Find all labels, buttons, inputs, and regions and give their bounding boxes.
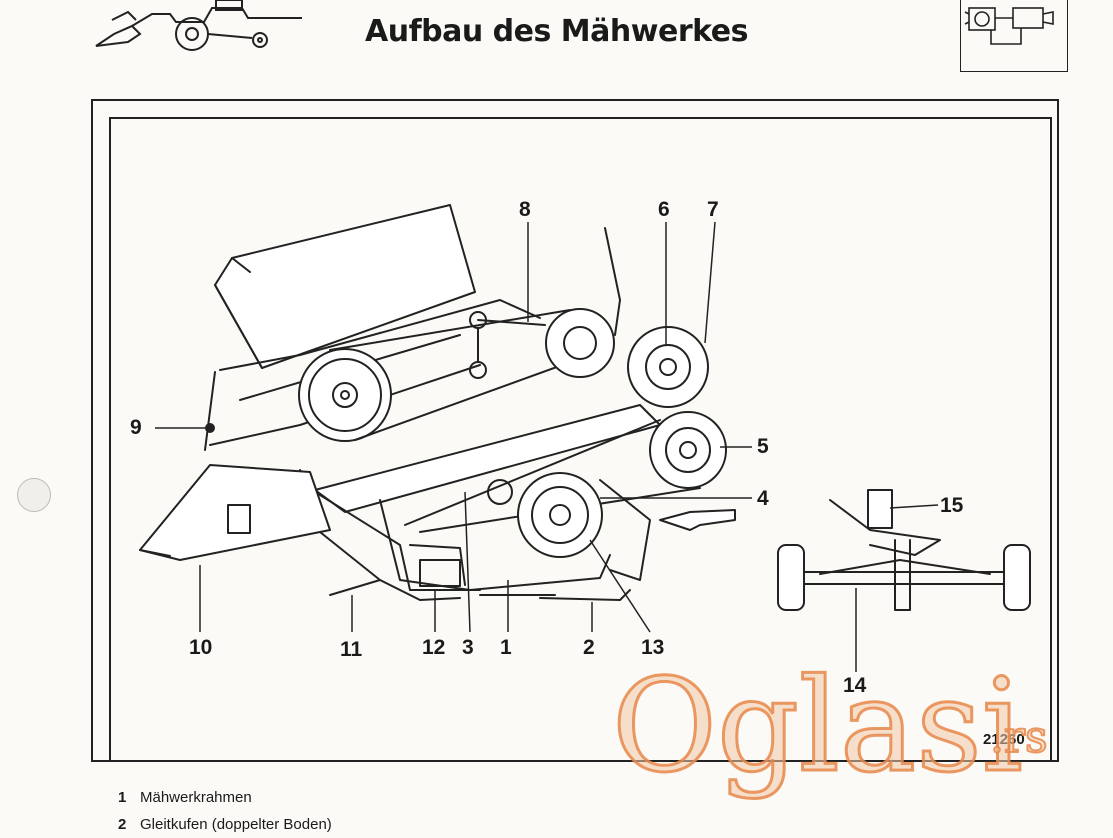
legend-number: 1: [118, 789, 127, 806]
callout-15: 15: [940, 494, 964, 517]
figure-outer-frame: [91, 99, 1059, 762]
watermark-brand: Oglasi: [612, 652, 1023, 801]
callout-2: 2: [583, 636, 595, 659]
callout-11: 11: [340, 638, 363, 661]
legend-item: 1 Mähwerkrahmen: [118, 784, 332, 811]
callout-7: 7: [707, 198, 719, 221]
callout-6: 6: [658, 198, 670, 221]
watermark-suffix: .rs: [990, 712, 1048, 763]
engine-component-icon: [960, 0, 1068, 72]
legend-text: Mähwerkrahmen: [140, 789, 252, 806]
combine-harvester-icon: [92, 0, 307, 58]
figure-number: 21260: [983, 731, 1025, 748]
callout-14: 14: [843, 674, 867, 697]
callout-10: 10: [189, 636, 213, 659]
figure-inner-frame: [109, 117, 1052, 760]
callout-4: 4: [757, 487, 769, 510]
legend-list: 1 Mähwerkrahmen 2 Gleitkufen (doppelter Bo…: [118, 784, 332, 838]
callout-8: 8: [519, 198, 531, 221]
callout-13: 13: [641, 636, 665, 659]
callout-5: 5: [757, 435, 769, 458]
callout-3: 3: [462, 636, 474, 659]
punch-hole: [17, 478, 51, 512]
oglasi-watermark-logo: Oglasi .rs: [612, 652, 1062, 802]
callout-1: 1: [500, 636, 512, 659]
legend-item: 2 Gleitkufen (doppelter Boden): [118, 811, 332, 838]
legend-text: Gleitkufen (doppelter Boden): [140, 816, 332, 833]
callout-12: 12: [422, 636, 446, 659]
callout-9: 9: [130, 416, 142, 439]
mower-assembly-drawing: [139, 204, 1031, 672]
page-title: Aufbau des Mähwerkes: [365, 14, 748, 49]
legend-number: 2: [118, 816, 127, 833]
